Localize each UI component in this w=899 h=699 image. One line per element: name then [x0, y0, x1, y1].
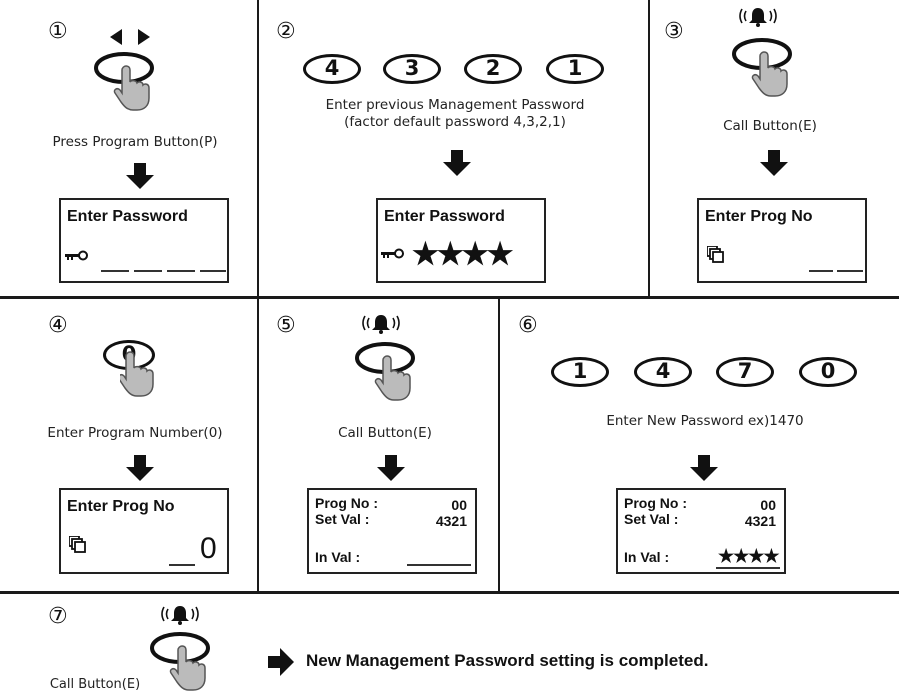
step-5-lcd: Prog No : 00 Set Val : 4321 In Val :: [307, 488, 477, 574]
password-blank: [167, 270, 195, 272]
step-1-number: ①: [48, 19, 68, 44]
divider-h2: [0, 591, 899, 594]
password-stars: ★★★★: [412, 238, 514, 271]
prog-blank: [809, 270, 833, 272]
down-arrow-icon: [690, 455, 718, 481]
call-button-press-icon: [150, 632, 210, 691]
password-blank: [134, 270, 162, 272]
key-4: 4: [634, 357, 692, 387]
key-3: 3: [383, 54, 441, 84]
divider-h1: [0, 296, 899, 299]
bell-icon: [362, 314, 400, 335]
in-val-blank: [407, 564, 471, 566]
call-button-press-icon: [732, 38, 792, 97]
key-4: 4: [303, 54, 361, 84]
bell-icon: [739, 7, 777, 28]
program-icon: [707, 246, 724, 263]
set-val-value: 4321: [744, 513, 776, 529]
prog-no-value: 00: [760, 497, 776, 513]
in-val-underline: [716, 567, 780, 569]
divider-v3: [257, 297, 259, 592]
step-3-lcd: Enter Prog No: [697, 198, 867, 283]
step-7-caption: Call Button(E): [49, 677, 141, 692]
lcd-title: Enter Prog No: [705, 208, 813, 225]
step-6-lcd: Prog No : 00 Set Val : 4321 In Val : ★★★…: [616, 488, 786, 574]
key-icon: [381, 248, 404, 259]
password-blank: [200, 270, 226, 272]
step-2-caption-line2: (factor default password 4,3,2,1): [344, 114, 566, 130]
key-1: 1: [551, 357, 609, 387]
down-arrow-icon: [377, 455, 405, 481]
program-button-press-icon: [94, 52, 154, 111]
step-1-caption: Press Program Button(P): [52, 134, 218, 150]
set-val-label: Set Val :: [624, 511, 679, 527]
step-2-lcd: Enter Password ★★★★: [376, 198, 546, 283]
in-val-stars: ★★★★: [718, 546, 780, 566]
step-7-number: ⑦: [48, 604, 68, 629]
in-val-label: In Val :: [624, 549, 670, 565]
left-right-arrows-icon: [110, 29, 150, 45]
step-6-caption: Enter New Password ex)1470: [606, 413, 804, 429]
prog-no-value: 00: [451, 497, 467, 513]
lcd-title: Enter Prog No: [67, 498, 175, 515]
set-val-label: Set Val :: [315, 511, 370, 527]
in-val-label: In Val :: [315, 549, 361, 565]
lcd-title: Enter Password: [67, 208, 188, 225]
right-arrow-icon: [268, 648, 294, 676]
prog-blank: [837, 270, 863, 272]
step-3-number: ③: [664, 19, 684, 44]
key-7: 7: [716, 357, 774, 387]
key-0: 0: [799, 357, 857, 387]
program-icon: [69, 536, 86, 553]
key-icon: [65, 250, 88, 261]
bell-icon: [161, 605, 199, 626]
prog-no-label: Prog No :: [624, 495, 687, 511]
divider-v4: [498, 297, 500, 592]
call-button-press-icon: [355, 342, 415, 401]
divider-v2: [648, 0, 650, 297]
completion-message: New Management Password setting is compl…: [306, 651, 709, 670]
step-3-caption: Call Button(E): [723, 118, 817, 134]
step-4-lcd: Enter Prog No 0: [59, 488, 229, 574]
set-val-value: 4321: [435, 513, 467, 529]
step-1-lcd: Enter Password: [59, 198, 229, 283]
key-2: 2: [464, 54, 522, 84]
key-1: 1: [546, 54, 604, 84]
hand-press-icon: [120, 351, 154, 397]
step-4-caption: Enter Program Number(0): [47, 425, 223, 441]
program-number-value: 0: [200, 532, 217, 565]
down-arrow-icon: [443, 150, 471, 176]
step-4-number: ④: [48, 313, 68, 338]
step-6-number: ⑥: [518, 313, 538, 338]
down-arrow-icon: [126, 455, 154, 481]
divider-v1: [257, 0, 259, 297]
step-2-caption-line1: Enter previous Management Password: [325, 97, 585, 113]
step-5-caption: Call Button(E): [338, 425, 432, 441]
password-blank: [101, 270, 129, 272]
step-2-number: ②: [276, 19, 296, 44]
step-5-number: ⑤: [276, 313, 296, 338]
down-arrow-icon: [760, 150, 788, 176]
prog-no-label: Prog No :: [315, 495, 378, 511]
lcd-title: Enter Password: [384, 208, 505, 225]
down-arrow-icon: [126, 163, 154, 189]
prog-blank: [169, 564, 195, 566]
